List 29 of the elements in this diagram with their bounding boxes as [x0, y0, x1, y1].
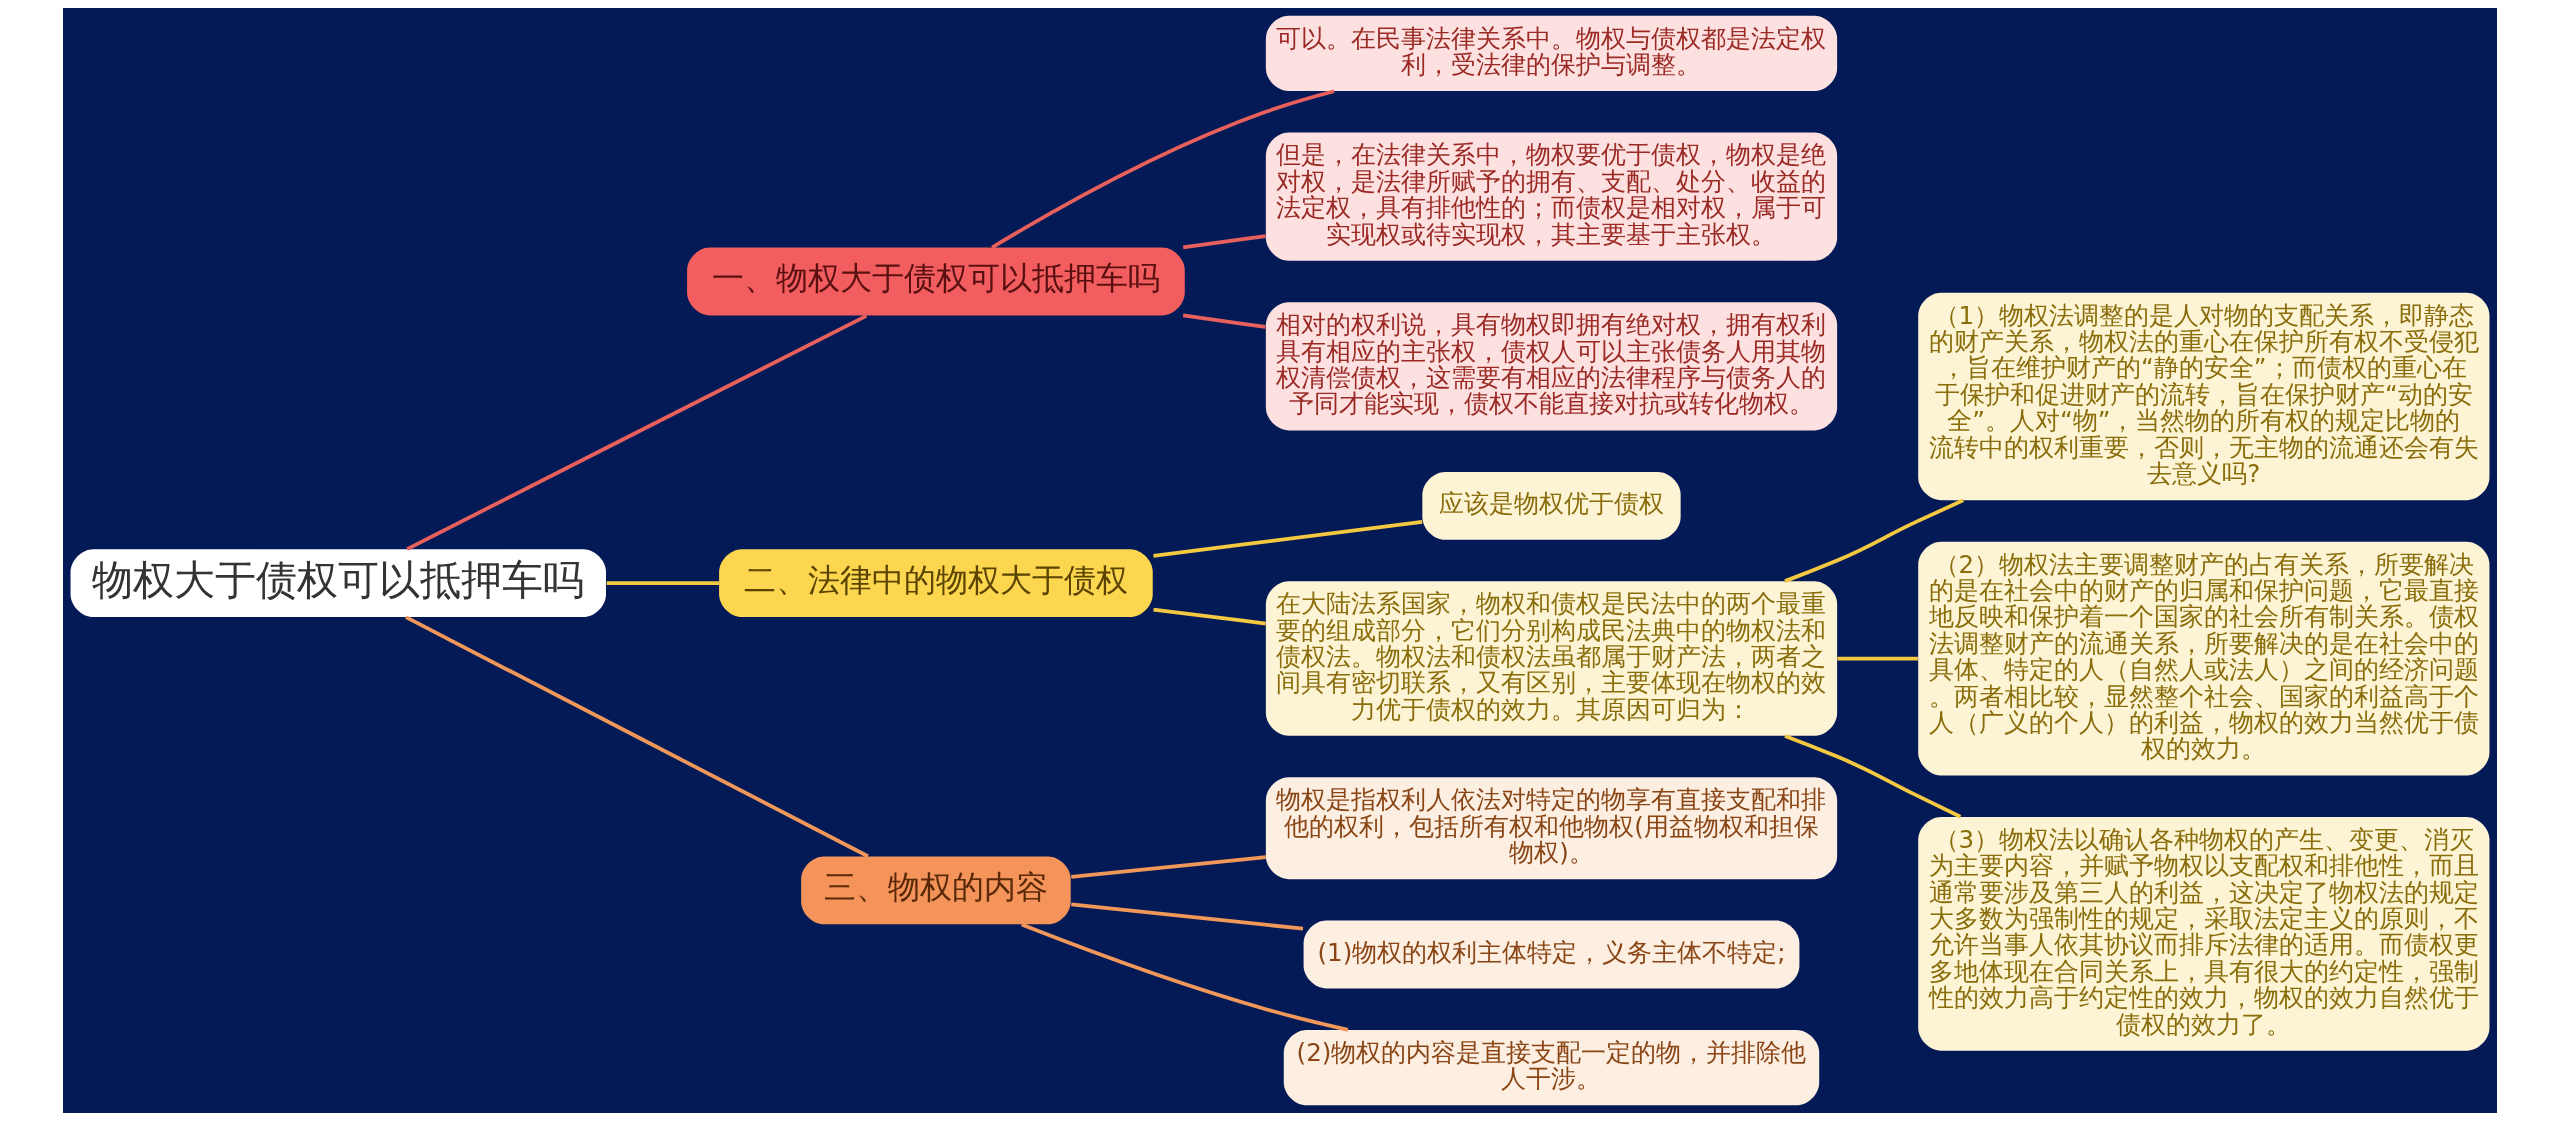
node-box: (1)物权的权利主体特定，义务主体不特定; — [1303, 920, 1800, 989]
connector — [1153, 520, 1423, 558]
node-box: 三、物权的内容 — [801, 856, 1071, 925]
connector — [1784, 734, 1962, 819]
connector — [406, 314, 868, 551]
connector — [1182, 313, 1266, 329]
connector — [1784, 498, 1964, 583]
node-box: 在大陆法系国家，物权和债权是民法中的两个最重要的组成部分，它们分别构成民法典中的物权法和债权法。物权法和债权法虽都属于财产法，两者之间具有密切联系，又有区别，主要体现在物权的效力优于债权的效力。其原因可归为： — [1265, 581, 1838, 736]
node-box: 一、物权大于债权可以抵押车吗 — [687, 247, 1185, 316]
connector — [606, 581, 720, 585]
connector — [1182, 234, 1266, 250]
connector — [1153, 607, 1266, 626]
connector — [1837, 656, 1918, 661]
node-box: (2)物权的内容是直接支配一定的物，并排除他人干涉。 — [1283, 1029, 1820, 1106]
connector — [991, 89, 1335, 250]
connector — [405, 615, 869, 858]
node-box: 物权是指权利人依法对特定的物享有直接支配和排他的权利，包括所有权和他物权(用益物权和担保物权)。 — [1265, 777, 1838, 880]
connector — [1071, 855, 1266, 879]
node-box: （3）物权法以确认各种物权的产生、变更、消灭为主要内容，并赋予物权以支配权和排他性，而且通常要涉及第三人的利益，这决定了物权法的规定大多数为强制性的规定，采取法定主义的原则，不允许当事人依其协议而排斥法律的适用。而债权更多地体现在合同关系上，具有很大的约定性，强制性的效力高于约定性的效力，物权的效力自然优于债权的效力了。 — [1918, 816, 2490, 1051]
connector — [1071, 902, 1304, 931]
node-box: 物权大于债权可以抵押车吗 — [70, 549, 606, 618]
node-box: （2）物权法主要调整财产的占有关系，所要解决的是在社会中的财产的归属和保护问题，它最直接地反映和保护着一个国家的社会所有制关系。债权法调整财产的流通关系，所要解决的是在社会中的具体、特定的人（自然人或法人）之间的经济问题。两者相比较，显然整个社会、国家的利益高于个人（广义的个人）的利益，物权的效力当然优于债权的效力。 — [1918, 541, 2490, 776]
node-box: 相对的权利说，具有物权即拥有绝对权，拥有权利具有相应的主张权，债权人可以主张债务人用其物权清偿债权，这需要有相应的法律程序与债务人的予同才能实现，债权不能直接对抗或转化物权。 — [1265, 302, 1838, 431]
node-box: （1）物权法调整的是人对物的支配关系，即静态的财产关系，物权法的重心在保护所有权不受侵犯，旨在维护财产的“静的安全”；而债权的重心在于保护和促进财产的流转，旨在保护财产“动的安全”。人对“物”，当然物的所有权的规定比物的流转中的权利重要，否则，无主物的流通还会有失去意义吗? — [1918, 292, 2490, 501]
connector — [1021, 922, 1349, 1032]
node-box: 应该是物权优于债权 — [1422, 471, 1681, 540]
node-box: 但是，在法律关系中，物权要优于债权，物权是绝对权，是法律所赋予的拥有、支配、处分、收益的法定权，具有排他性的；而债权是相对权，属于可实现权或待实现权，其主要基于主张权。 — [1265, 132, 1838, 261]
node-box: 可以。在民事法律关系中。物权与债权都是法定权利，受法律的保护与调整。 — [1265, 15, 1838, 92]
node-box: 二、法律中的物权大于债权 — [719, 549, 1153, 618]
